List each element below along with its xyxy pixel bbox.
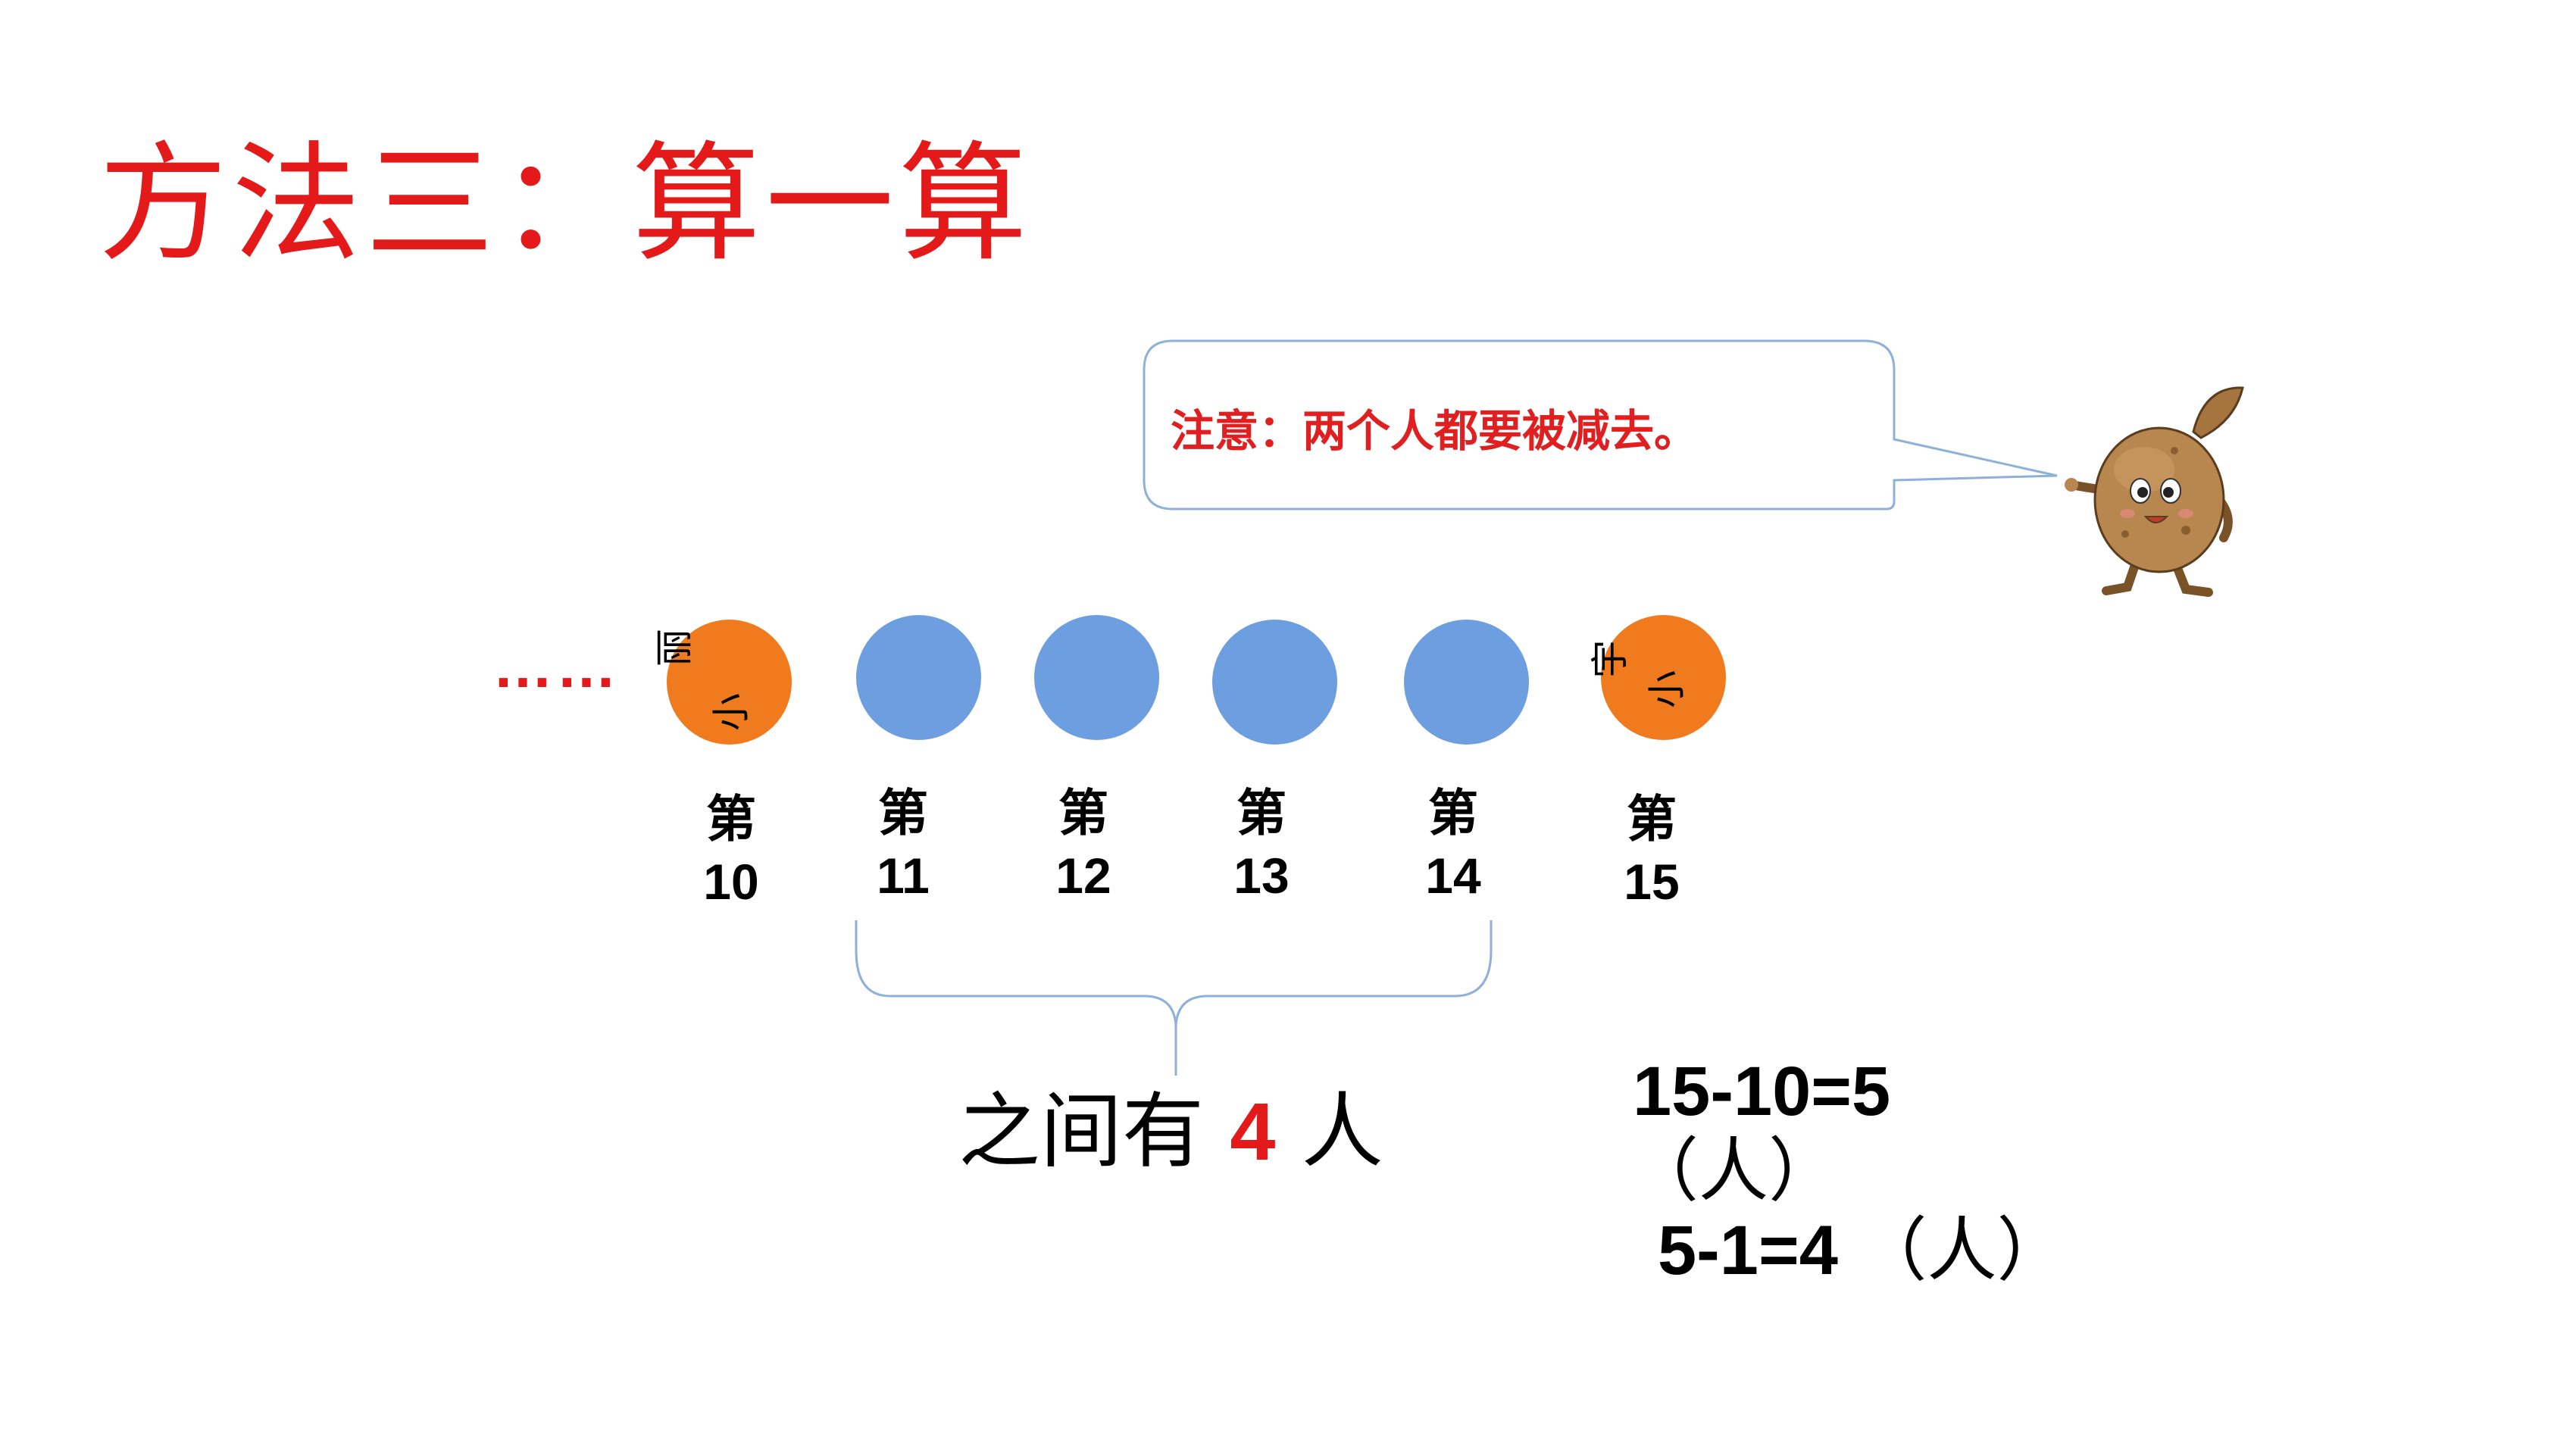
speech-bubble bbox=[1143, 339, 2058, 511]
position-label-prefix: 第 bbox=[1058, 785, 1108, 841]
between-prefix: 之间有 bbox=[958, 1085, 1205, 1179]
person-name-left-1: 小 bbox=[709, 693, 753, 731]
position-label-13: 第 13 bbox=[1201, 782, 1322, 907]
position-label-prefix: 第 bbox=[878, 785, 928, 841]
equation-2-expression: 5-1=4 bbox=[1658, 1212, 1838, 1289]
position-label-14: 第 14 bbox=[1393, 782, 1514, 907]
person-name-right-2: 宇 bbox=[1588, 640, 1632, 678]
between-count-text: 之间有 4 人 bbox=[958, 1091, 1383, 1173]
person-name-right-1: 小 bbox=[1645, 670, 1689, 708]
page-title: 方法三：算一算 bbox=[98, 130, 1033, 279]
position-label-number: 12 bbox=[1055, 847, 1111, 904]
position-label-15: 第 15 bbox=[1591, 788, 1712, 913]
person-circle-10 bbox=[667, 620, 792, 745]
position-label-number: 10 bbox=[703, 853, 759, 910]
person-circle-14 bbox=[1404, 620, 1529, 745]
between-count: 4 bbox=[1230, 1085, 1276, 1177]
position-label-11: 第 11 bbox=[843, 782, 964, 907]
brace-bracket bbox=[855, 920, 1493, 1076]
person-circle-11 bbox=[856, 615, 981, 740]
person-name-left-2: 丽 bbox=[652, 629, 696, 667]
person-circle-13 bbox=[1212, 620, 1337, 745]
potato-mascot-icon bbox=[2065, 386, 2244, 597]
equation-1: 15-10=5 bbox=[1633, 1053, 1891, 1130]
person-circle-12 bbox=[1034, 615, 1159, 740]
position-label-number: 15 bbox=[1624, 853, 1680, 910]
position-label-number: 14 bbox=[1425, 847, 1481, 904]
position-label-prefix: 第 bbox=[1627, 791, 1677, 847]
position-label-10: 第 10 bbox=[671, 788, 792, 913]
note-text: 注意：两个人都要被减去。 bbox=[1171, 405, 1699, 457]
position-label-prefix: 第 bbox=[1428, 785, 1478, 841]
position-label-number: 13 bbox=[1233, 847, 1290, 904]
person-circle-15 bbox=[1601, 615, 1726, 740]
between-suffix: 人 bbox=[1301, 1085, 1383, 1179]
position-label-number: 11 bbox=[877, 847, 930, 904]
ellipsis-dots: …… bbox=[492, 632, 620, 700]
equation-1-unit: （人） bbox=[1629, 1130, 1839, 1211]
position-label-prefix: 第 bbox=[1236, 785, 1286, 841]
equation-2-unit: （人） bbox=[1857, 1210, 2067, 1291]
equation-2: 5-1=4 （人） bbox=[1658, 1216, 2066, 1286]
position-label-prefix: 第 bbox=[706, 791, 756, 847]
position-label-12: 第 12 bbox=[1023, 782, 1144, 907]
